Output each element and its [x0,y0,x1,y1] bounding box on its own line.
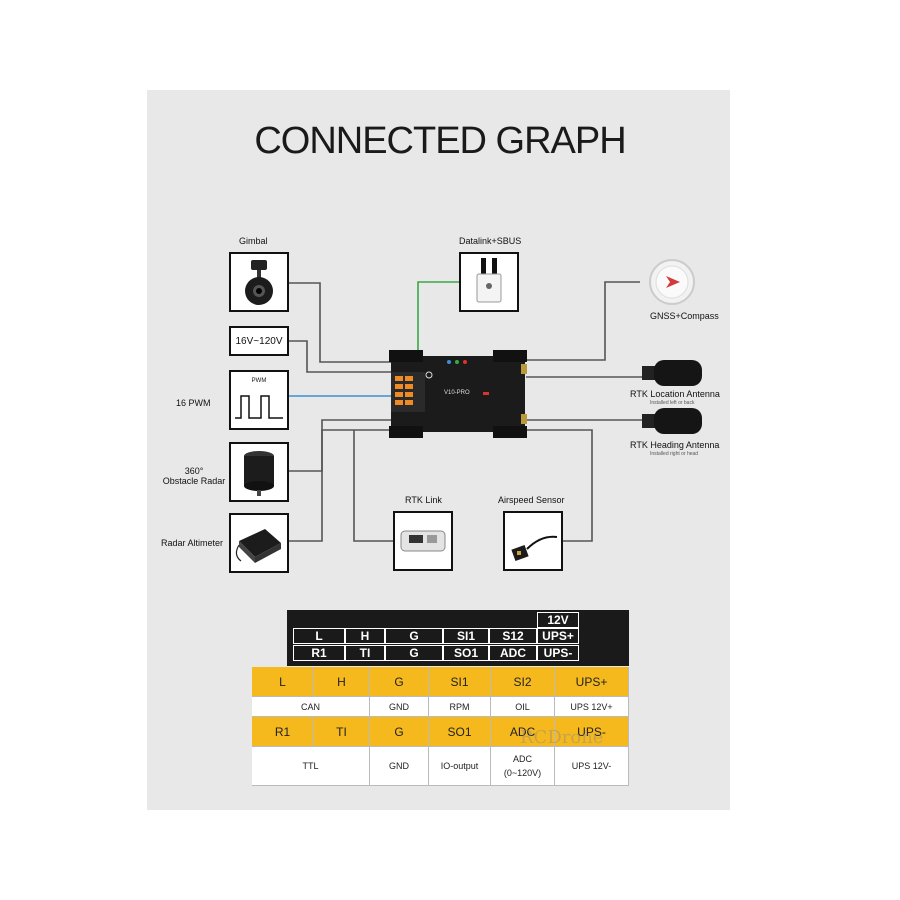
adc-label: ADC [512,754,532,764]
pin-header: 12V L H G SI1 S12 UPS+ R1 TI G SO1 ADC U… [287,610,629,666]
table-cell: UPS 12V+ [555,697,629,717]
wire-rtk-link [353,430,394,542]
rtk-link-icon [400,530,446,552]
table-cell: UPS- [555,717,629,747]
voltage-box: 16V~120V [229,326,289,356]
obstacle-radar-label-line1: 360° [184,466,204,476]
table-cell: UPS+ [555,667,629,697]
adc-range: (0~120V) [503,768,542,778]
table-cell: SO1 [429,717,491,747]
table-cell: TTL [252,747,370,786]
controller-icon [389,350,527,438]
table-cell: GND [370,747,429,786]
watermark: RCDrone [520,727,604,748]
pin-header-cell: R1 [293,645,345,661]
wire-radar-altimeter [288,429,392,542]
radar-altimeter-label: Radar Altimeter [161,538,224,548]
rtk-location-note: Installed left or back [650,400,695,406]
antenna-icon [642,360,702,386]
wire-gnss [526,281,640,361]
airspeed-label: Airspeed Sensor [498,495,565,505]
table-cell: SI1 [429,667,491,697]
pin-header-cell: L [293,628,345,644]
table-cell: R1 [252,717,314,747]
pwm-box-title: PWM [251,378,267,384]
table-cell: GND [370,697,429,717]
pwm-waveform-icon [235,395,283,419]
table-cell-adc: ADC (0~120V) [491,747,555,786]
pin-header-cell: UPS- [537,645,579,661]
table-cell: TI [314,717,370,747]
flight-controller: V10-PRO [389,350,527,438]
wire-gimbal [288,282,392,363]
table-cell: G [370,667,429,697]
gimbal-box [229,252,289,312]
rtk-heading-note: Installed right or head [650,451,699,457]
table-row: TTL GND IO-output ADC (0~120V) UPS 12V- [252,747,629,786]
controller-model-label: V10-PRO [444,390,470,396]
airspeed-sensor-icon [511,535,558,562]
pin-header-cell: G [385,645,443,661]
pin-header-cell: G [385,628,443,644]
pin-header-cell: ADC [489,645,537,661]
rtk-link-box [393,511,453,571]
pin-header-cell: TI [345,645,385,661]
pin-header-cell: S12 [489,628,537,644]
pin-header-cell: SI1 [443,628,489,644]
rtk-location-antenna [642,358,702,388]
table-cell: RPM [429,697,491,717]
table-cell: UPS 12V- [555,747,629,786]
antenna-icon [642,408,702,434]
rtk-link-label: RTK Link [405,495,442,505]
obstacle-radar-box [229,442,289,502]
gnss-device [648,258,696,306]
altimeter-icon [235,529,281,563]
gimbal-icon [245,260,273,305]
radar-icon [244,451,274,496]
pwm-box: PWM [229,370,289,430]
datalink-box [459,252,519,312]
table-row: CAN GND RPM OIL UPS 12V+ [252,697,629,717]
table-row: R1 TI G SO1 ADC UPS- [252,717,629,747]
table-cell: IO-output [429,747,491,786]
gnss-compass-icon [649,259,695,305]
table-row: L H G SI1 SI2 UPS+ [252,667,629,697]
rtk-location-label: RTK Location Antenna [630,389,720,399]
gnss-label: GNSS+Compass [650,311,719,321]
gimbal-label: Gimbal [239,236,268,246]
datalink-icon [476,258,502,303]
rtk-heading-antenna [642,406,702,436]
table-cell: CAN [252,697,370,717]
datalink-label: Datalink+SBUS [459,236,522,246]
wire-airspeed [526,429,593,542]
table-cell: ADC [491,717,555,747]
page-title: CONNECTED GRAPH [254,120,626,162]
rtk-heading-label: RTK Heading Antenna [630,440,720,450]
table-cell: G [370,717,429,747]
pin-header-cell: UPS+ [537,628,579,644]
table-cell: SI2 [491,667,555,697]
radar-altimeter-box [229,513,289,573]
table-cell: OIL [491,697,555,717]
pin-header-cell: SO1 [443,645,489,661]
obstacle-radar-label-line2: Obstacle Radar [162,476,226,486]
table-cell: L [252,667,314,697]
wire-voltage [288,340,392,373]
airspeed-box [503,511,563,571]
pin-header-cell: H [345,628,385,644]
pin-12v: 12V [537,612,579,628]
table-cell: H [314,667,370,697]
pin-table: 12V L H G SI1 S12 UPS+ R1 TI G SO1 ADC U… [252,610,629,786]
wire-obstacle-radar [288,419,392,472]
pwm-label: 16 PWM [176,398,211,408]
